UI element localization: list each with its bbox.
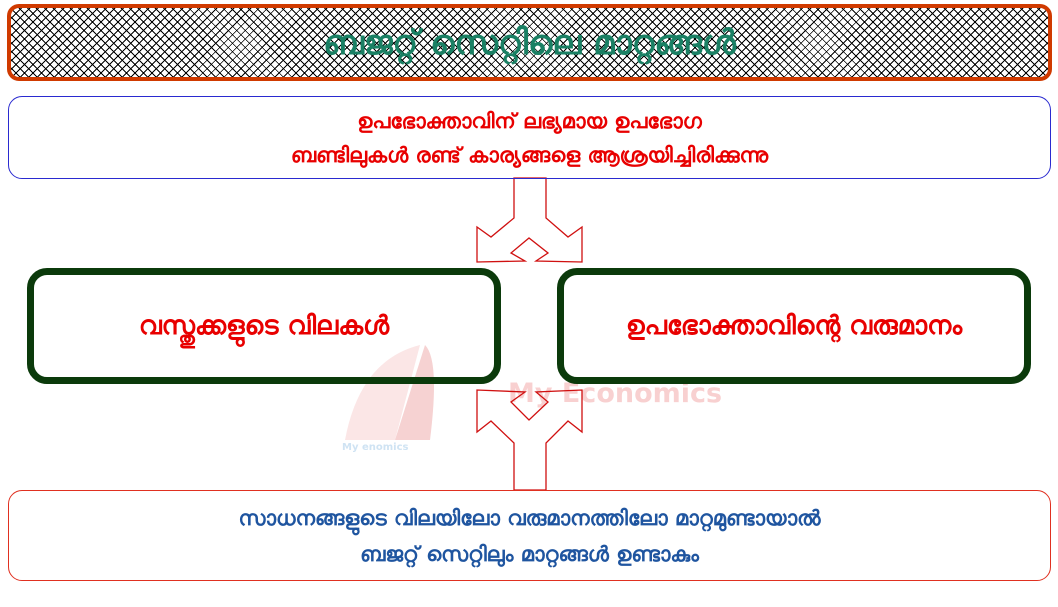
title-banner: ബജറ്റ് സെറ്റിലെ മാറ്റങ്ങൾ [7, 4, 1052, 81]
intro-box: ഉപഭോക്താവിന് ലഭ്യമായ ഉപഭോഗ ബണ്ടിലുകൾ രണ്… [8, 96, 1051, 179]
book-logo-icon [345, 345, 420, 440]
factor-income-label: ഉപഭോക്താവിന്റെ വരുമാനം [625, 310, 963, 341]
watermark-small-text: My enomics [342, 442, 408, 453]
conclusion-box: സാധനങ്ങളുടെ വിലയിലോ വരുമാനത്തിലോ മാറ്റമു… [8, 490, 1051, 581]
intro-line-1: ഉപഭോക്താവിന് ലഭ്യമായ ഉപഭോഗ [357, 108, 702, 133]
page-title: ബജറ്റ് സെറ്റിലെ മാറ്റങ്ങൾ [323, 22, 736, 63]
factor-box-prices: വസ്തുക്കളുടെ വിലകൾ [27, 268, 501, 384]
conclusion-line-1: സാധനങ്ങളുടെ വിലയിലോ വരുമാനത്തിലോ മാറ്റമു… [238, 505, 821, 530]
split-arrow-top [476, 177, 583, 263]
intro-line-2: ബണ്ടിലുകൾ രണ്ട് കാര്യങ്ങളെ ആശ്രയിച്ചിരിക… [290, 142, 769, 167]
conclusion-line-2: ബജറ്റ് സെറ്റിലും മാറ്റങ്ങൾ ഉണ്ടാകും [360, 541, 699, 566]
factor-prices-label: വസ്തുക്കളുടെ വിലകൾ [138, 310, 390, 341]
split-arrow-bottom [476, 389, 583, 491]
book-logo-page-icon [395, 345, 434, 440]
factor-box-income: ഉപഭോക്താവിന്റെ വരുമാനം [557, 268, 1031, 384]
